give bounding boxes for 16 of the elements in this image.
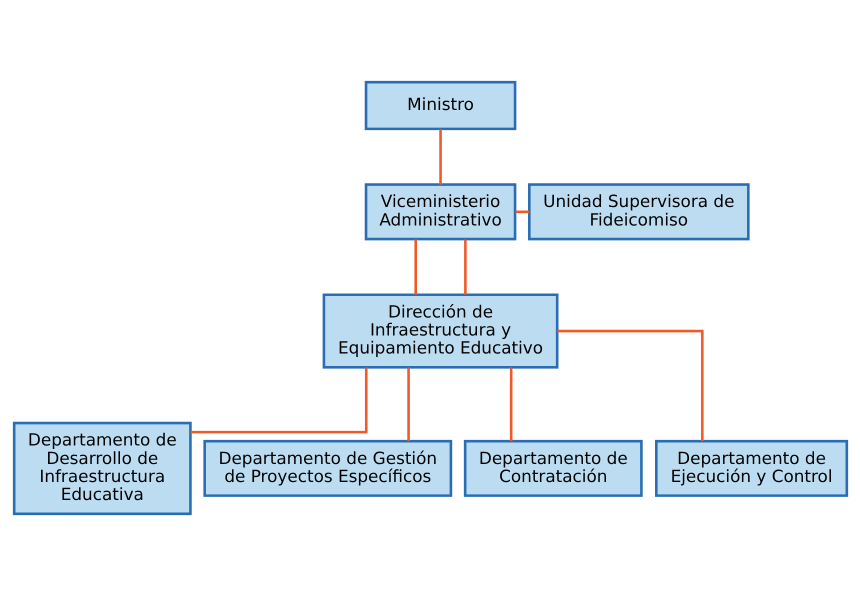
- connector: [556, 329, 704, 440]
- node-box: Departamento de Desarrollo de Infraestructura Educativa: [12, 421, 192, 515]
- connector: [515, 210, 529, 213]
- node-box: Departamento de Gestión de Proyectos Específicos: [202, 439, 452, 496]
- node-box: Unidad Supervisora de Fideicomiso: [528, 182, 750, 240]
- connector: [464, 238, 466, 294]
- node-box: Departamento de Ejecución y Control: [654, 439, 848, 496]
- node-box: Departamento de Contratación: [463, 439, 642, 496]
- connector: [406, 367, 410, 440]
- node-box: Viceministerio Administrativo: [364, 182, 516, 240]
- node-box: Ministro: [364, 80, 516, 130]
- node-box: Dirección de Infraestructura y Equipamiento Educativo: [322, 292, 558, 368]
- connector: [509, 367, 512, 440]
- connector: [438, 128, 442, 184]
- connector: [414, 238, 416, 294]
- connector: [190, 367, 368, 433]
